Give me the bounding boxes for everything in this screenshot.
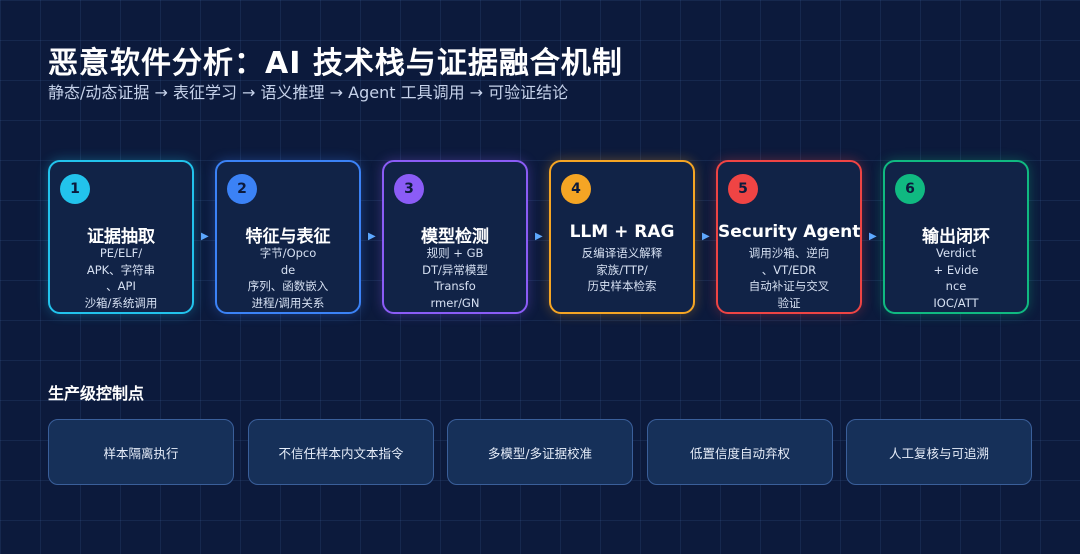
stage-description-line: 序列、函数嵌入 (247, 279, 329, 293)
stage-description-line: 自动补证与交叉 (748, 279, 830, 293)
stage-description: PE/ELF/APK、字符串、API 沙箱/系统调用 (58, 245, 184, 311)
stage-description-line: 规则 + GB (426, 246, 484, 260)
stage-description-line: DT/异常模型 (422, 262, 488, 277)
stage-number-badge: 2 (227, 174, 257, 204)
stage-number-badge: 1 (60, 174, 90, 204)
stage-description-line: nce (945, 279, 967, 293)
stage-number-badge: 4 (561, 174, 591, 204)
stage-description: 调用沙箱、逆向、VT/EDR 自动补证与交叉验证 (726, 245, 852, 311)
control-point: 多模型/多证据校准 (447, 419, 633, 485)
arrow-right-icon: ▶ (201, 231, 209, 242)
stage-title: 特征与表征 (245, 227, 331, 247)
stage-description: 字节/Opco de 序列、函数嵌入进程/调用关系 (225, 245, 351, 311)
page-subtitle: 静态/动态证据 → 表征学习 → 语义推理 → Agent 工具调用 → 可验证… (48, 83, 569, 102)
stage-description-line: de (280, 262, 296, 277)
stage-description-line: 进程/调用关系 (251, 295, 325, 310)
stage-description-line: 验证 (777, 295, 801, 310)
arrow-right-icon: ▶ (702, 231, 710, 242)
stage-card-3: 3 模型检测规则 + GB DT/异常模型 Transfo rmer/GN (382, 160, 528, 314)
stage-card-2: 2 特征与表征字节/Opco de 序列、函数嵌入进程/调用关系 (215, 160, 361, 314)
stage-number-badge: 5 (728, 174, 758, 204)
stage-title: Security Agent (718, 222, 861, 242)
control-point: 人工复核与可追溯 (846, 419, 1032, 485)
stage-description-line: 、VT/EDR (761, 262, 817, 277)
stage-description-line: 家族/TTP/ (596, 262, 648, 277)
stage-description-line: 字节/Opco (259, 246, 317, 260)
stage-title: 模型检测 (421, 227, 489, 247)
stage-description-line: IOC/ATT (933, 295, 979, 310)
stage-description: 规则 + GB DT/异常模型 Transfo rmer/GN (392, 245, 518, 311)
stage-description-line: APK、字符串 (86, 262, 156, 277)
stage-title: LLM + RAG (569, 222, 675, 242)
stage-title: 证据抽取 (87, 227, 155, 247)
stage-description-line: Transfo (434, 279, 476, 293)
arrow-right-icon: ▶ (535, 231, 543, 242)
controls-heading: 生产级控制点 (48, 384, 145, 403)
stage-description-line: Verdict (936, 246, 976, 260)
stage-title: 输出闭环 (922, 227, 990, 247)
control-point: 低置信度自动弃权 (647, 419, 833, 485)
stage-number-badge: 6 (895, 174, 925, 204)
arrow-right-icon: ▶ (869, 231, 877, 242)
stage-description-line: 沙箱/系统调用 (84, 295, 158, 310)
arrow-right-icon: ▶ (368, 231, 376, 242)
stage-description-line: rmer/GN (430, 295, 480, 310)
page-title: 恶意软件分析：AI 技术栈与证据融合机制 (48, 46, 623, 81)
control-point: 不信任样本内文本指令 (248, 419, 434, 485)
stage-description: 反编译语义解释家族/TTP/历史样本检索 (559, 245, 685, 295)
stage-description-line: 调用沙箱、逆向 (748, 246, 830, 260)
stage-description-line: 历史样本检索 (587, 279, 657, 293)
stage-number-badge: 3 (394, 174, 424, 204)
stage-description-line: + Evide (933, 262, 979, 277)
control-point: 样本隔离执行 (48, 419, 234, 485)
stage-description-line: 反编译语义解释 (581, 246, 663, 260)
stage-description-line: PE/ELF/ (99, 246, 143, 260)
stage-description-line: 、API (106, 279, 136, 293)
